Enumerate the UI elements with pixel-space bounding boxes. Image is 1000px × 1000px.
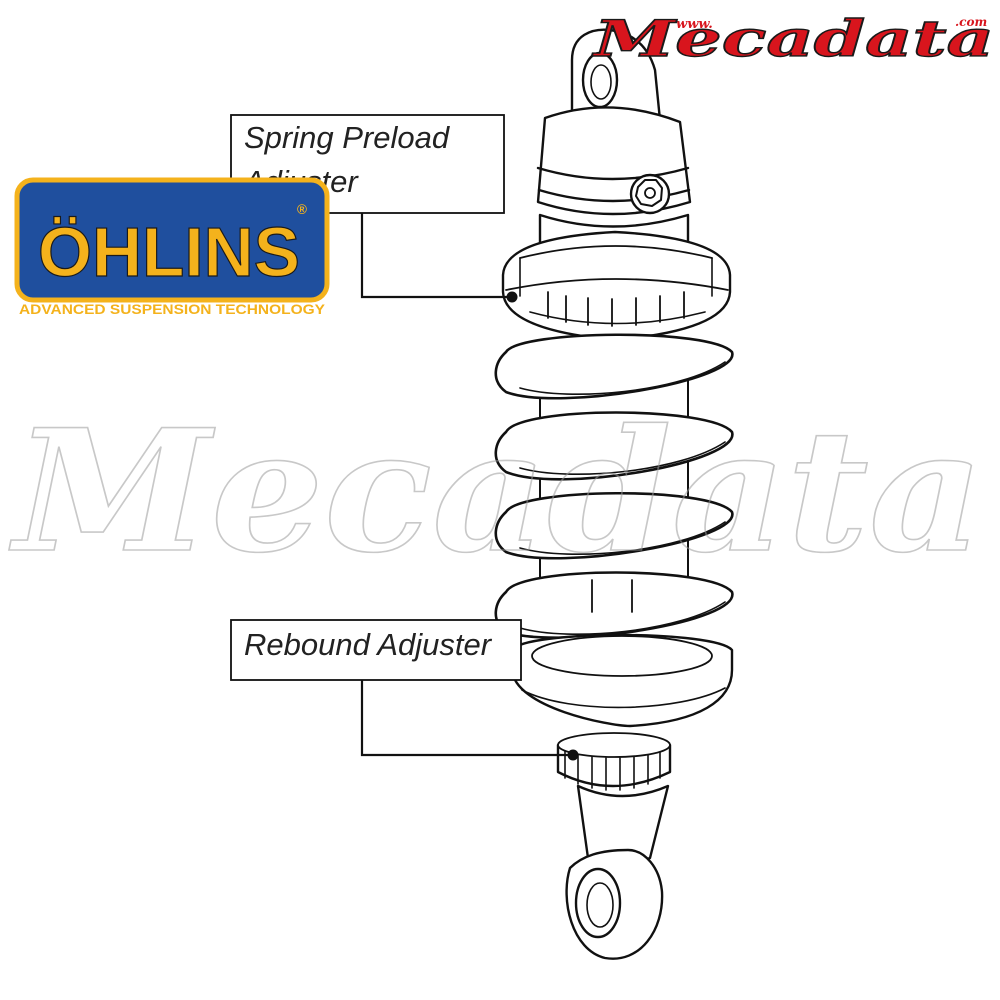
callout-box-rebound <box>230 619 522 681</box>
leader-dot-spring-preload <box>506 291 518 303</box>
callout-label-rebound: Rebound Adjuster <box>244 627 493 662</box>
leader-dot-rebound <box>567 749 579 761</box>
mecadata-suffix: .com <box>955 15 987 29</box>
mecadata-prefix: www. <box>676 17 713 32</box>
top-head-band-2 <box>537 188 691 203</box>
bottom-eyelet-hole-inner <box>586 882 614 928</box>
ohlins-logo: ÖHLINS ® ADVANCED SUSPENSION TECHNOLOGY <box>14 177 330 317</box>
mecadata-logo: www. Mecadata .com <box>590 8 994 68</box>
head-bolt <box>629 173 671 215</box>
shock-absorber-illustration <box>494 28 734 960</box>
coil-spring <box>494 333 734 639</box>
leader-line-rebound <box>360 680 573 757</box>
ohlins-tagline: ADVANCED SUSPENSION TECHNOLOGY <box>19 302 325 317</box>
top-head-band <box>536 166 690 181</box>
lower-spring-seat <box>510 633 734 728</box>
ohlins-registered-mark: ® <box>297 202 307 217</box>
mecadata-wordmark: Mecadata <box>591 9 994 68</box>
callout-label-spring-preload-line1: Spring Preload <box>244 120 451 155</box>
top-eyelet-hole-inner <box>590 64 612 100</box>
rebound-ring <box>556 732 672 791</box>
watermark-text: Mecadata <box>9 392 984 590</box>
preload-collar <box>501 230 732 342</box>
leader-line-spring-preload <box>360 213 512 299</box>
callout-rebound: Rebound Adjuster <box>230 619 579 761</box>
ohlins-wordmark: ÖHLINS <box>38 213 300 291</box>
ohlins-logo-frame <box>14 177 330 303</box>
